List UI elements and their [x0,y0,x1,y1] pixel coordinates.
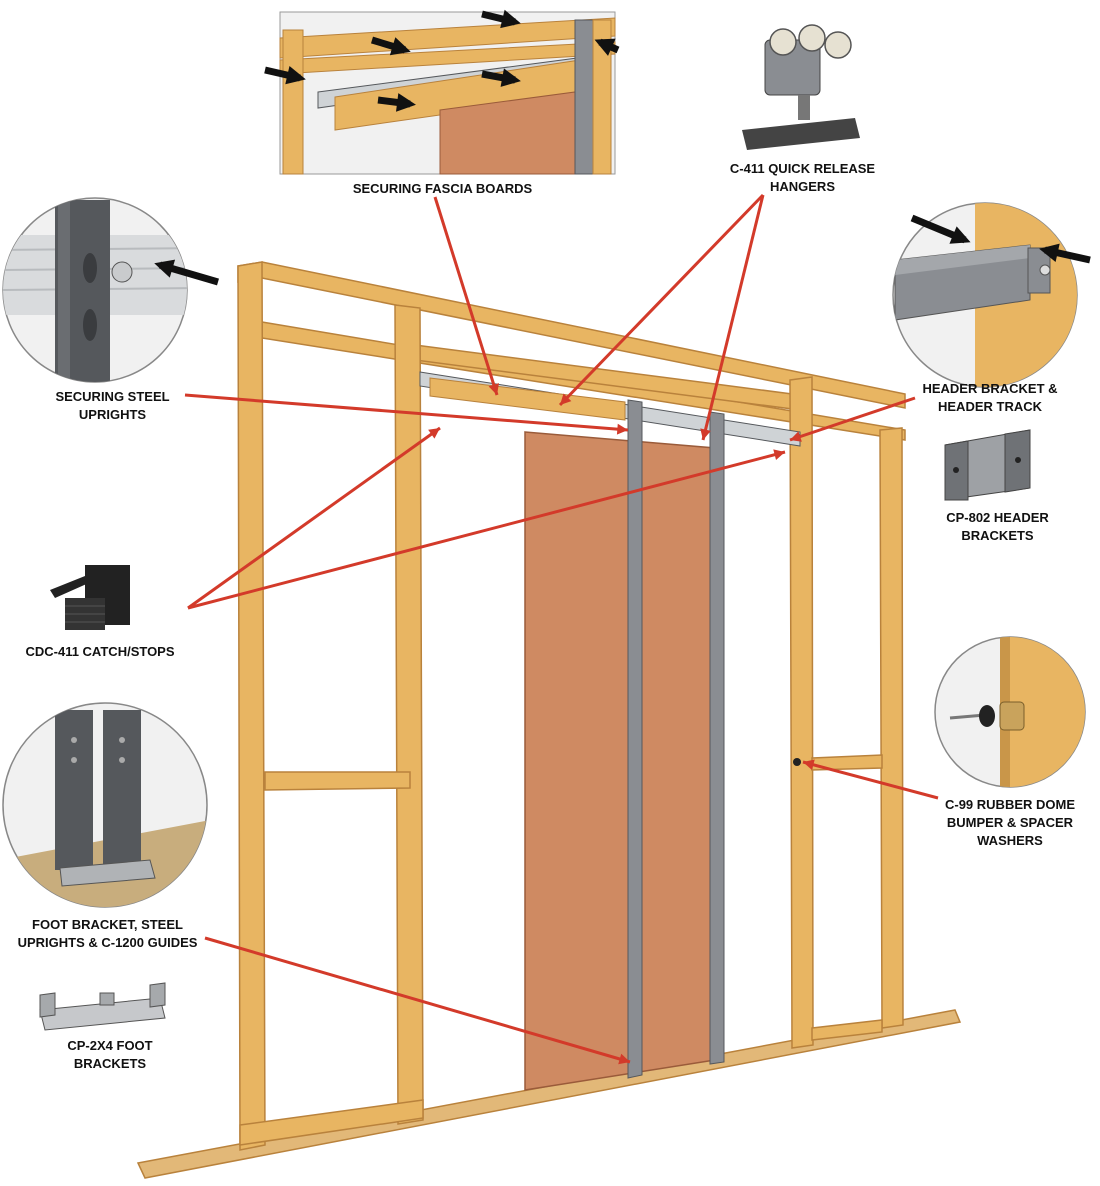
leader-header [789,396,916,442]
leader-catch-a [187,426,441,610]
steel-upright-right [709,411,725,1065]
label-foot-bracket-uprights-guides: FOOT BRACKET, STEEL UPRIGHTS & C-1200 GU… [17,917,198,950]
fascia-detail-inset [279,11,616,175]
leader-catch-b-arrowhead [773,449,785,460]
arrow-fascia-2-head [389,37,411,56]
foot-bracket-icon [39,982,166,1031]
label-securing-fascia-boards: SECURING FASCIA BOARDS [352,181,533,196]
leader-hanger-a-arrowhead [560,393,572,405]
rubber-bumper [793,758,801,766]
leader-fascia [433,196,499,396]
arrow-header-2-head [1039,243,1060,262]
black-indicator-arrows [154,9,1091,286]
leader-hanger-b [701,194,765,441]
u-bracket-icon [944,429,1031,501]
right-jamb [789,376,814,1049]
left-stud [394,304,424,1125]
leader-uprights-arrowhead [616,423,628,435]
label-header-bracket-track: HEADER BRACKET & HEADER TRACK [922,381,1058,414]
leader-fascia-arrowhead [488,383,500,395]
pocket-door [524,431,716,1091]
leader-bumper-arrowhead [803,759,815,771]
left-jamb [237,261,266,1151]
roller-hanger-icon [742,24,860,150]
left-bottom-rail [239,1099,424,1146]
right-stud [879,427,904,1029]
arrow-fascia-4-head [500,68,521,87]
arrow-fascia-5-head [395,93,416,112]
label-cp2x4-foot-brackets: CP-2X4 FOOT BRACKETS [67,1038,153,1071]
arrow-fascia-3-head [500,9,521,29]
leader-uprights [184,393,629,432]
bumper-detail-circle [934,636,1086,788]
leader-header-arrowhead [790,431,802,442]
label-c99-bumper: C-99 RUBBER DOME BUMPER & SPACER WASHERS [944,797,1075,848]
catch-stop-icon [50,565,130,630]
leader-lines [184,193,939,1065]
leader-foot-arrowhead [618,1053,630,1065]
steel-upright-left [627,399,643,1079]
label-c411-hangers: C-411 QUICK RELEASE HANGERS [729,161,876,194]
arrow-fascia-1-head [285,65,306,85]
leader-hanger-a [558,193,765,407]
arrow-header-1-head [949,226,971,244]
uprights-detail-circle [2,197,188,383]
leader-bumper [802,760,939,800]
fascia-board [429,377,626,421]
foot-bracket-detail-circle [2,702,208,908]
pocket-frame [136,261,962,1179]
label-securing-steel-uprights: SECURING STEEL UPRIGHTS [55,389,170,422]
right-bottom-rail [811,1019,883,1041]
leader-catch-b [187,450,786,610]
arrow-fascia-6-head [594,38,616,56]
label-cp802-header-brackets: CP-802 HEADER BRACKETS [946,510,1049,543]
arrow-uprights-head [154,259,176,278]
header-bracket-detail-circle [892,202,1078,388]
leader-foot [204,936,631,1064]
leader-catch-a-arrowhead [428,428,440,439]
leader-hanger-b-arrowhead [700,428,711,440]
left-mid-rail [264,771,411,791]
label-cdc411-catch-stops: CDC-411 CATCH/STOPS [25,644,175,659]
